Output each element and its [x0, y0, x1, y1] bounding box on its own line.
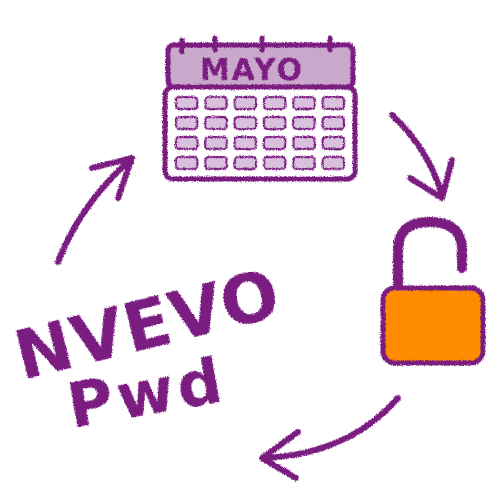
calendar-day-cell — [233, 156, 258, 170]
padlock-open-icon — [380, 216, 486, 366]
calendar-day-cell — [263, 136, 287, 150]
calendar-day-cell — [321, 136, 345, 150]
calendar-day-cell — [321, 96, 345, 110]
calendar-day-cell — [204, 96, 228, 110]
calendar-day-cell — [292, 116, 316, 130]
calendar-day-cell — [204, 156, 228, 170]
calendar-day-cell — [233, 116, 258, 130]
calendar-grid — [175, 96, 345, 170]
calendar-day-cell — [175, 96, 199, 110]
calendar-day-cell — [321, 156, 345, 170]
calendar-day-cell — [204, 136, 228, 150]
calendar-day-cell — [292, 156, 316, 170]
padlock-shackle — [393, 216, 467, 297]
padlock-body — [380, 285, 486, 366]
calendar-month-label: MAYO — [200, 53, 304, 88]
calendar-day-cell — [292, 136, 316, 150]
calendar-day-cell — [321, 116, 345, 130]
calendar-day-cell — [233, 96, 258, 110]
calendar-day-cell — [175, 156, 199, 170]
calendar-day-cell — [263, 116, 287, 130]
cycle-arrow-icon — [55, 155, 135, 265]
new-password-note: NVEVO Pwd — [7, 254, 288, 442]
calendar-day-cell — [233, 136, 258, 150]
calendar-day-cell — [292, 96, 316, 110]
calendar-day-cell — [204, 116, 228, 130]
calendar-day-cell — [175, 116, 199, 130]
calendar-icon — [162, 35, 358, 182]
calendar-day-cell — [175, 136, 199, 150]
cycle-arrow-icon — [389, 112, 455, 201]
calendar-day-cell — [263, 156, 287, 170]
calendar-day-cell — [263, 96, 287, 110]
cycle-arrow-icon — [259, 395, 401, 481]
